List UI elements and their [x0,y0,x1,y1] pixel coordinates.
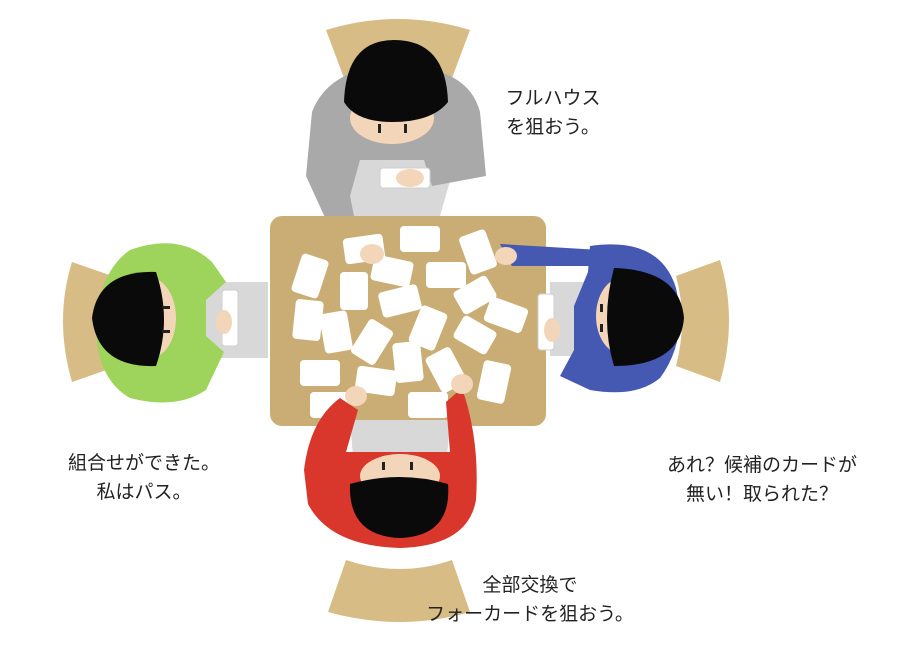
caption-left-player: 組合せができた。 私はパス。 [34,449,254,507]
card [300,360,340,386]
player-left [92,243,268,403]
player-top-hand [396,169,424,187]
caption-bottom-line1: 全部交換で [482,574,578,596]
player-top [306,40,486,250]
caption-bottom-player: 全部交換で フォーカードを狙おう。 [360,571,700,629]
card [378,284,422,318]
chair-right [676,260,729,382]
card [319,310,353,354]
card [392,341,424,383]
player-left-hair [92,271,164,367]
player-bottom [304,374,477,548]
player-top-eye-right [404,124,407,133]
player-right-arm [500,244,604,266]
chair-bottom [328,560,470,622]
player-left-eye-top [162,306,170,309]
player-left-hand [216,310,232,334]
player-top-reaching-hand [360,244,384,264]
card [459,229,497,275]
player-bottom-right-hand [451,374,473,394]
card [453,275,497,315]
card [426,262,466,288]
card [408,392,448,418]
player-right-hand [544,318,560,342]
card [340,272,368,310]
player-left-eye-bottom [162,330,170,333]
card [291,253,329,299]
player-bottom-hair [349,477,449,538]
card [476,360,512,404]
player-top-eye-left [378,124,381,133]
caption-top-player: フルハウス を狙おう。 [488,84,618,142]
card [400,226,440,252]
card [354,365,398,397]
card [351,319,393,365]
table-cards [291,226,529,418]
caption-right-player: あれ？候補のカードが 無い！取られた？ [652,451,872,509]
player-right [495,244,684,393]
card [483,297,529,333]
caption-right-line1: あれ？候補のカードが [666,454,857,476]
caption-right-line2: 無い！取られた？ [685,483,838,505]
player-right-hair [607,268,684,366]
player-top-hair [344,40,448,122]
caption-left-line2: 私はパス。 [96,481,192,503]
card [453,315,497,355]
caption-left-line1: 組合せができた。 [67,452,220,474]
caption-bottom-line2: フォーカードを狙おう。 [426,603,634,625]
card [370,254,414,288]
player-bottom-eye-left [382,462,385,470]
card [292,299,324,341]
player-right-eye-bottom [600,324,603,332]
player-right-reaching-hand [495,247,517,265]
card [408,305,448,351]
player-bottom-left-hand [345,386,367,406]
caption-top-line2: を狙おう。 [506,116,600,138]
player-right-eye-top [600,304,603,312]
player-bottom-eye-right [410,462,413,470]
caption-top-line1: フルハウス [505,87,601,109]
player-top-shirt [306,66,486,246]
